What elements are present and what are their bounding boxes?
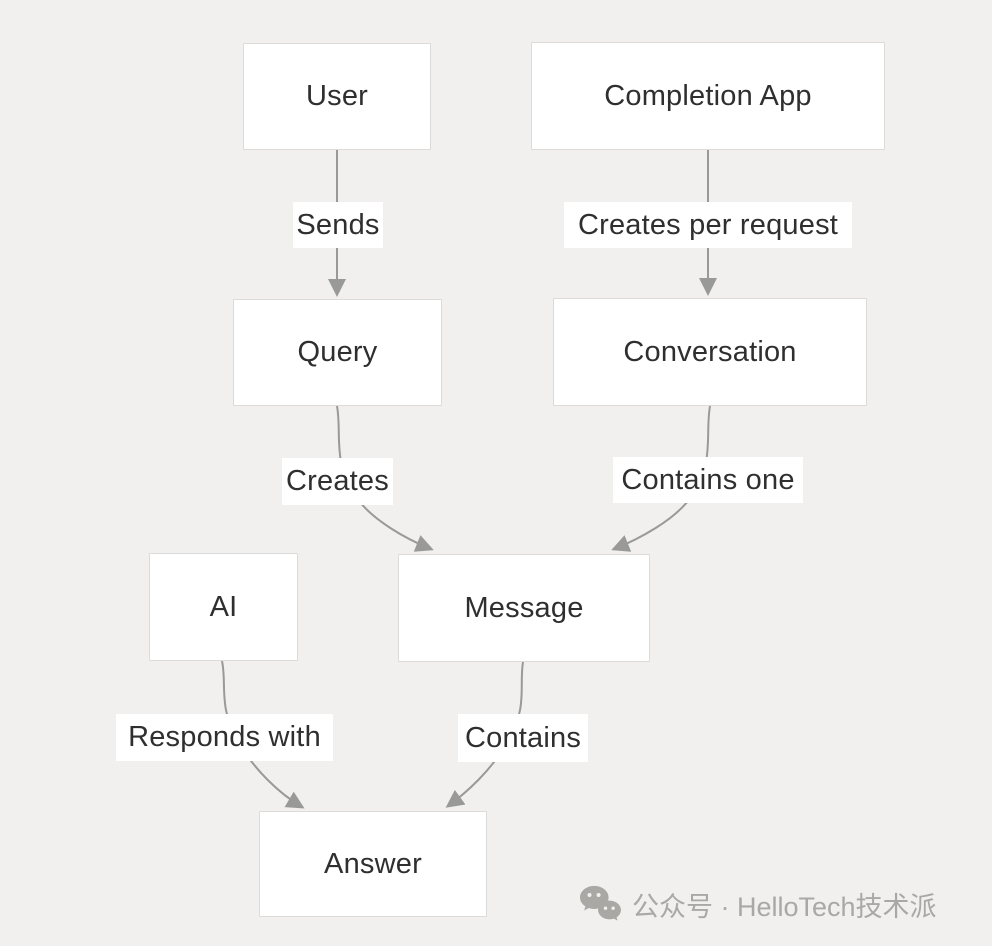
edge-label-creates-per-request: Creates per request bbox=[564, 202, 852, 248]
watermark-text: 公众号 · HelloTech技术派 bbox=[632, 891, 937, 922]
edge-label-contains-text: Contains bbox=[464, 721, 582, 754]
wechat-icon bbox=[580, 885, 621, 921]
node-message: Message bbox=[398, 554, 650, 662]
edge-label-contains-one-text: Contains one bbox=[621, 463, 795, 496]
edge-label-creates-per-request-text: Creates per request bbox=[577, 208, 839, 241]
node-conversation-label: Conversation bbox=[623, 335, 797, 368]
node-ai: AI bbox=[149, 553, 298, 661]
node-answer: Answer bbox=[259, 811, 487, 917]
node-answer-label: Answer bbox=[324, 847, 422, 880]
node-ai-label: AI bbox=[209, 590, 238, 623]
node-user-label: User bbox=[305, 80, 369, 112]
edge-label-contains: Contains bbox=[458, 714, 588, 762]
node-user: User bbox=[243, 43, 431, 150]
node-conversation: Conversation bbox=[553, 298, 867, 406]
edge-label-creates-text: Creates bbox=[286, 465, 389, 497]
node-completion-app-label: Completion App bbox=[604, 79, 812, 112]
node-query: Query bbox=[233, 299, 442, 406]
edge-label-responds-with-text: Responds with bbox=[128, 721, 321, 753]
edge-label-contains-one: Contains one bbox=[613, 457, 803, 503]
node-query-label: Query bbox=[297, 336, 378, 368]
edge-label-responds-with: Responds with bbox=[116, 714, 333, 761]
edge-label-creates: Creates bbox=[282, 458, 393, 505]
node-message-label: Message bbox=[464, 591, 584, 624]
edge-label-sends: Sends bbox=[293, 202, 383, 248]
watermark: 公众号 · HelloTech技术派 bbox=[578, 884, 937, 924]
node-completion-app: Completion App bbox=[531, 42, 885, 150]
edge-label-sends-text: Sends bbox=[296, 208, 380, 241]
